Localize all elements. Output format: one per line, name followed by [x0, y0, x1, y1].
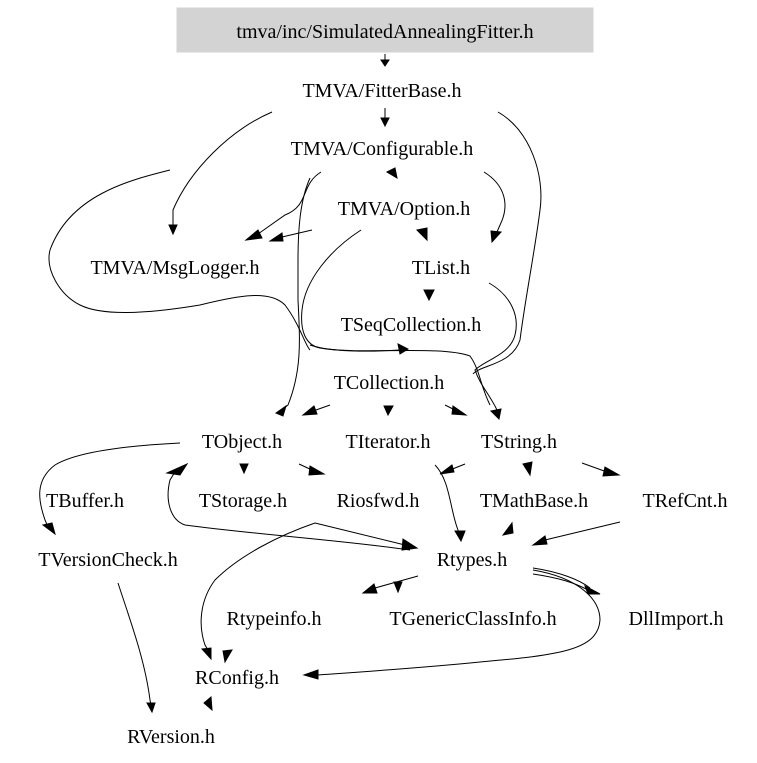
edge-configurable-tlist	[483, 171, 506, 233]
node-tgenericclassinfo[interactable]: TGenericClassInfo.h	[389, 608, 556, 630]
node-tstring[interactable]: TString.h	[481, 431, 557, 453]
edge-option-msglogger	[281, 229, 313, 238]
arrowhead	[415, 227, 428, 242]
node-tcollection[interactable]: TCollection.h	[334, 372, 445, 394]
node-tseqcollection[interactable]: TSeqCollection.h	[341, 314, 482, 336]
node-tmathbase[interactable]: TMathBase.h	[480, 490, 588, 512]
edge-fitterbase-msglogger	[172, 111, 273, 225]
node-titerator[interactable]: TIterator.h	[346, 431, 431, 453]
node-configurable[interactable]: TMVA/Configurable.h	[291, 138, 473, 160]
edge-tstring-trefcnt	[581, 462, 608, 473]
arrowhead	[239, 463, 249, 475]
arrowhead	[203, 695, 213, 712]
arrowhead	[522, 461, 533, 477]
arrowhead	[454, 530, 466, 543]
edge-rtypes-dllimport	[532, 567, 591, 589]
edge-tlist-tstring	[474, 282, 517, 411]
node-tversioncheck[interactable]: TVersionCheck.h	[38, 549, 177, 571]
arrowhead	[423, 289, 435, 302]
arrowhead	[451, 405, 468, 416]
node-tobject[interactable]: TObject.h	[202, 431, 282, 453]
edge-tcollection-tobject	[315, 404, 331, 411]
node-rtypeinfo[interactable]: Rtypeinfo.h	[227, 608, 322, 630]
edge-titerator-rtypes	[434, 464, 461, 536]
node-rtypes[interactable]: Rtypes.h	[437, 549, 508, 571]
arrowhead	[268, 232, 284, 242]
edge-rtypes-rconfig	[317, 569, 601, 676]
edges	[39, 54, 621, 714]
node-rconfig[interactable]: RConfig.h	[195, 667, 279, 689]
edge-tobject-tversioncheck	[39, 442, 181, 528]
arrowhead	[301, 405, 318, 416]
edge-configurable-msglogger	[257, 171, 322, 235]
node-root[interactable]: tmva/inc/SimulatedAnnealingFitter.h	[176, 7, 594, 53]
edge-riosfwd-rtypes	[314, 522, 406, 546]
arrowhead	[244, 229, 263, 241]
edge-rtypes-tobject	[167, 471, 411, 551]
node-fitterbase[interactable]: TMVA/FitterBase.h	[302, 80, 461, 102]
arrowhead	[385, 167, 398, 180]
arrowhead	[501, 521, 514, 536]
arrowhead	[439, 464, 455, 475]
arrowhead	[222, 649, 233, 664]
edge-tversioncheck-rversion	[117, 582, 152, 706]
arrowhead	[380, 117, 390, 128]
arrowhead	[168, 224, 178, 236]
arrowhead	[380, 59, 390, 67]
node-trefcnt[interactable]: TRefCnt.h	[643, 490, 728, 512]
node-dllimport[interactable]: DllImport.h	[629, 608, 724, 630]
node-tstorage[interactable]: TStorage.h	[199, 490, 287, 512]
edge-msglogger-loop	[48, 169, 311, 351]
edge-riosfwd-rconfig	[200, 522, 316, 651]
arrowhead	[308, 465, 326, 476]
arrowhead	[393, 581, 403, 594]
node-label: tmva/inc/SimulatedAnnealingFitter.h	[236, 21, 533, 43]
arrowhead	[302, 669, 319, 680]
root-node-box	[176, 7, 594, 53]
node-tlist[interactable]: TList.h	[412, 257, 470, 279]
arrowhead	[41, 522, 56, 536]
arrowhead	[146, 702, 156, 714]
arrowhead	[490, 230, 503, 244]
arrowhead	[361, 583, 378, 594]
arrowhead	[200, 647, 212, 661]
edge-configurable-tobject	[281, 177, 311, 411]
arrowhead	[397, 343, 410, 355]
node-msglogger[interactable]: TMVA/MsgLogger.h	[90, 257, 259, 279]
nodes: TMVA/FitterBase.h TMVA/Configurable.h TM…	[38, 80, 727, 748]
edge-rtypes-dllimport-2	[532, 573, 589, 591]
arrowhead	[489, 408, 502, 421]
node-tbuffer[interactable]: TBuffer.h	[46, 490, 124, 512]
arrowhead	[602, 466, 621, 477]
node-riosfwd[interactable]: Riosfwd.h	[337, 490, 420, 512]
edge-fitterbase-tstring	[472, 111, 542, 375]
arrowhead	[165, 462, 189, 476]
edge-trefcnt-rtypes	[544, 521, 621, 541]
arrowhead	[584, 584, 601, 595]
arrowhead	[401, 538, 419, 551]
node-rversion[interactable]: RVersion.h	[127, 726, 215, 748]
node-option[interactable]: TMVA/Option.h	[338, 198, 470, 220]
arrowhead	[531, 535, 548, 546]
arrowhead	[274, 404, 287, 417]
edge-tseqcollection-tcollection	[309, 344, 406, 352]
arrowhead	[383, 405, 394, 417]
